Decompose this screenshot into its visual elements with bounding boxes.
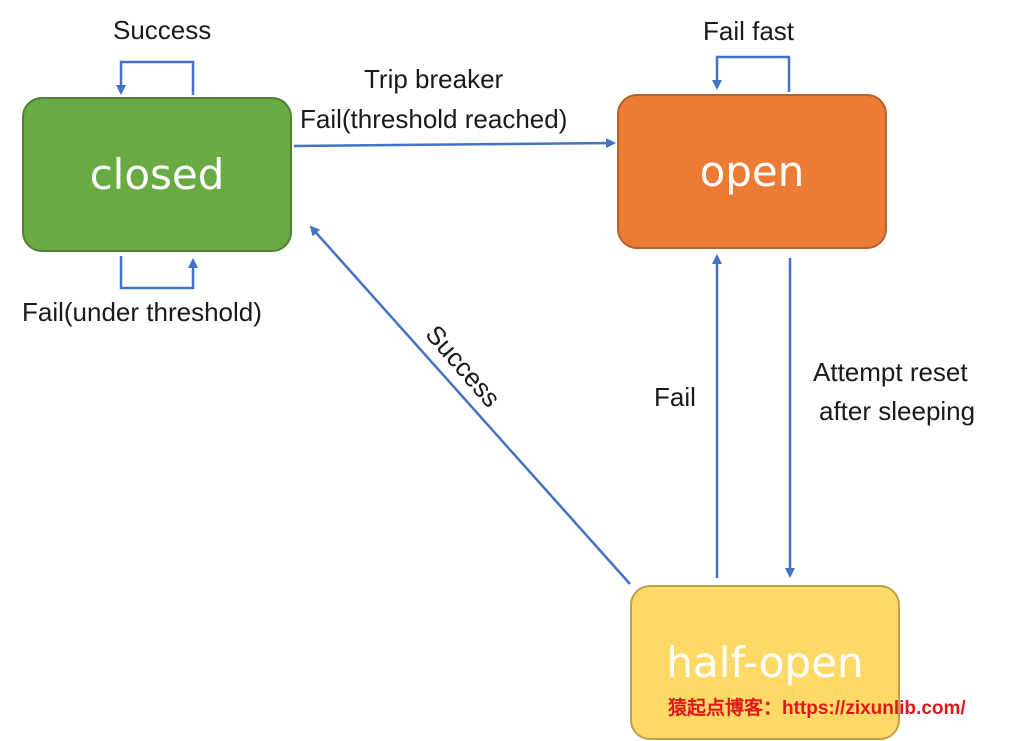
fail-threshold-reached-label: Fail(threshold reached) [300,104,568,134]
closed-to-open-arrow [293,138,616,149]
state-closed-label: closed [89,150,225,199]
state-closed: closed [22,97,292,252]
attempt-reset-label: Attempt reset [813,357,968,387]
after-sleeping-label: after sleeping [819,396,976,426]
state-open-label: open [699,147,805,196]
closed-fail-under-threshold-label: Fail(under threshold) [22,297,262,327]
state-half-open: half-open [630,585,900,740]
fail-label: Fail [654,382,696,412]
fail-fast-label: Fail fast [703,16,795,46]
half-open-to-closed-arrow [309,225,631,585]
state-half-open-label: half-open [666,638,864,687]
state-open: open [617,94,887,249]
trip-breaker-label: Trip breaker [364,64,504,94]
closed-success-loop-arrow [116,60,195,95]
watermark-text: 猿起点博客：https://zixunlib.com/ [668,698,966,719]
closed-fail-loop-arrow [119,256,198,290]
closed-success-label: Success [113,15,212,45]
open-fail-fast-loop-arrow [712,55,791,92]
